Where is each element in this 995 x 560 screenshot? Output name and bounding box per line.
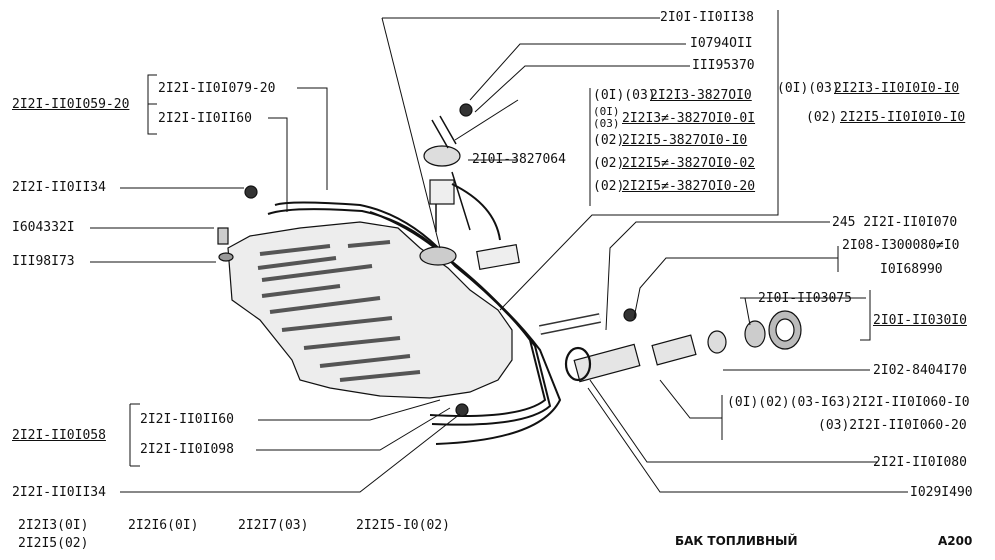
label-11198173: III98I73 <box>12 254 75 269</box>
label-2121-1101160-top: 2I2I-II0II60 <box>158 111 252 126</box>
label-r2-code: 2I2I5-II0I0I0-I0 <box>840 110 966 125</box>
label-11195370: III95370 <box>692 58 755 73</box>
label-2121-1101134-bot: 2I2I-II0II34 <box>12 485 106 500</box>
label-2121-1101058: 2I2I-II0I058 <box>12 428 106 443</box>
label-16043321: I604332I <box>12 220 75 235</box>
label-opt1-prefix: (0I)(03) <box>593 88 656 103</box>
label-opt3-code: 2I2I5-3827OI0-I0 <box>622 133 748 148</box>
label-opt1-code: 2I2I3-3827OI0 <box>650 88 752 103</box>
tank-body <box>227 221 513 399</box>
label-opt5-prefix: (02) <box>593 179 625 194</box>
label-2102-8404170: 2I02-8404I70 <box>873 363 967 378</box>
page-code: A200 <box>938 534 973 548</box>
label-opt5-code: 2I2I5≠-3827OI0-20 <box>622 179 756 194</box>
footer-model-5: 2I2I5-I0(02) <box>356 518 450 533</box>
label-r1-code: 2I2I3-II0I0I0-I0 <box>834 81 960 96</box>
label-10291490: I029I490 <box>910 485 973 500</box>
label-2121-1101079-20: 2I2I-II0I079-20 <box>158 81 276 96</box>
label-2121-1101098: 2I2I-II0I098 <box>140 442 234 457</box>
label-r1-prefix: (0I)(03) <box>777 81 840 96</box>
label-2121-1101080: 2I2I-II0I080 <box>873 455 967 470</box>
label-2108-1300080: 2I08-I300080≠I0 <box>842 238 960 253</box>
footer-model-3: 2I2I6(0I) <box>128 518 199 533</box>
label-10168990: I0I68990 <box>880 262 943 277</box>
label-2121-1101134-top: 2I2I-II0II34 <box>12 180 106 195</box>
label-2121-1101059-20: 2I2I-II0I059-20 <box>12 97 130 112</box>
label-opt3-prefix: (02) <box>593 133 625 148</box>
label-opt4-prefix: (02) <box>593 156 625 171</box>
label-r2-prefix: (02) <box>806 110 838 125</box>
label-2121-1101160-bot: 2I2I-II0II60 <box>140 412 234 427</box>
footer-model-1: 2I2I3(0I) <box>18 518 89 533</box>
label-opt2-code: 2I2I3≠-3827OI0-0I <box>622 111 756 126</box>
label-opt-1060-b: (03)2I2I-II0I060-20 <box>818 418 967 433</box>
label-opt-1060-a: (0I)(02)(03-I63)2I2I-II0I060-I0 <box>727 395 970 410</box>
label-2101-3827064: 2I0I-3827064 <box>472 152 566 167</box>
page-title: БАК ТОПЛИВНЫЙ <box>675 534 798 548</box>
label-10794011: I0794OII <box>690 36 753 51</box>
label-245-2121-1101070: 245 2I2I-II0I070 <box>832 215 958 230</box>
label-opt2-prefix-a: (0I) <box>593 105 620 118</box>
label-opt4-code: 2I2I5≠-3827OI0-02 <box>622 156 756 171</box>
label-opt2-prefix-b: (03) <box>593 117 620 130</box>
label-2101-1103010: 2I0I-II030I0 <box>873 313 967 328</box>
label-2101-1101138: 2I0I-II0II38 <box>660 10 754 25</box>
footer-model-2: 2I2I5(02) <box>18 536 89 551</box>
footer-model-4: 2I2I7(03) <box>238 518 309 533</box>
label-2101-1103075: 2I0I-II03075 <box>758 291 852 306</box>
sender-unit <box>423 145 461 167</box>
